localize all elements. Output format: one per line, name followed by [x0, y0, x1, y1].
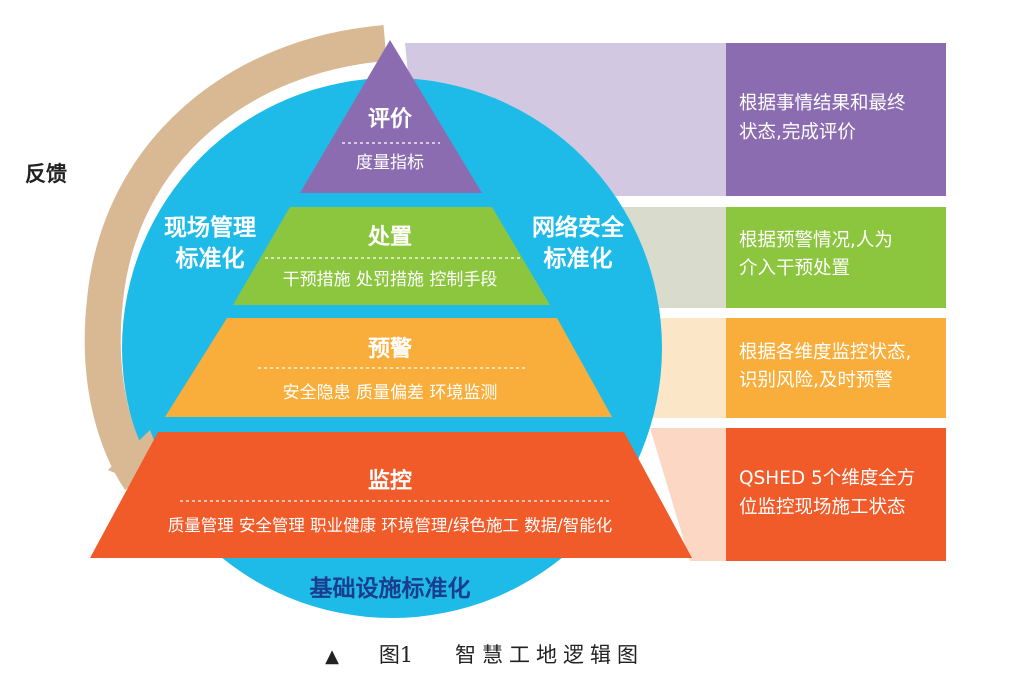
tier-handling-title: 处置	[367, 224, 412, 250]
band-monitoring	[650, 428, 726, 561]
right-label-line2: 标准化	[544, 245, 613, 272]
desc-evaluation-line2: 状态,完成评价	[739, 122, 856, 143]
caption-title: 智慧工地逻辑图	[455, 643, 644, 667]
desc-evaluation-line1: 根据事情结果和最终	[739, 93, 906, 114]
desc-box-warning	[726, 318, 946, 418]
desc-warning-line2: 识别风险,及时预警	[739, 370, 893, 391]
left-label-line1: 现场管理	[164, 214, 256, 241]
right-label-line1: 网络安全	[532, 214, 625, 241]
desc-warning-line1: 根据各维度监控状态,	[739, 342, 911, 363]
tier-evaluation-subtitle: 度量指标	[356, 153, 424, 173]
desc-box-handling	[726, 207, 946, 308]
desc-box-evaluation	[726, 43, 946, 196]
feedback-arrow-body	[84, 25, 387, 490]
desc-handling-line1: 根据预警情况,人为	[739, 230, 893, 251]
desc-monitoring-line1: QSHED 5个维度全方	[739, 468, 915, 489]
tier-handling-subtitle: 干预措施 处罚措施 控制手段	[283, 270, 498, 290]
tier-warning	[165, 318, 612, 417]
tier-warning-subtitle: 安全隐患 质量偏差 环境监测	[283, 383, 498, 403]
left-label-line2: 标准化	[176, 245, 245, 272]
tier-monitoring-title: 监控	[368, 468, 412, 494]
tier-evaluation-title: 评价	[368, 107, 413, 132]
base-label: 基础设施标准化	[310, 575, 471, 602]
tier-monitoring	[90, 432, 692, 558]
caption-number: 图1	[379, 643, 413, 667]
caption-marker: ▲	[325, 646, 339, 667]
tier-monitoring-subtitle: 质量管理 安全管理 职业健康 环境管理/绿色施工 数据/智能化	[168, 516, 613, 535]
tier-warning-title: 预警	[368, 337, 412, 362]
desc-monitoring-line2: 位监控现场施工状态	[739, 497, 906, 518]
desc-box-monitoring	[726, 428, 946, 561]
feedback-label: 反馈	[25, 162, 67, 186]
desc-handling-line2: 介入干预处置	[739, 258, 850, 279]
tier-handling	[233, 207, 550, 305]
tier-evaluation	[300, 40, 482, 193]
